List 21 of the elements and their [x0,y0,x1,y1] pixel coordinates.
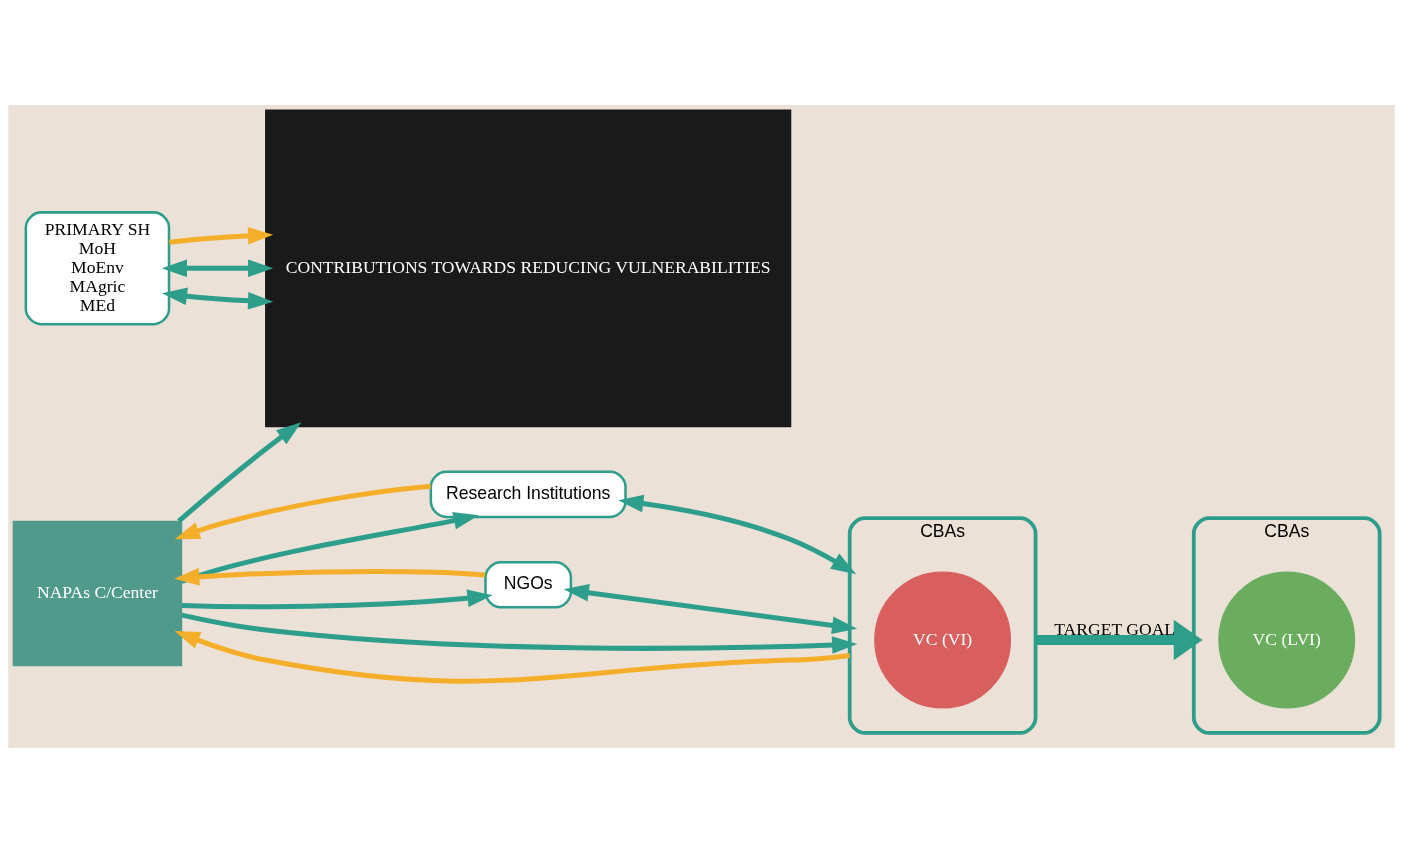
arrow [181,588,493,609]
node-box: NAPAs C/Center [12,520,183,666]
arrow [1035,619,1203,660]
node-box: CONTRIBUTIONS TOWARDS REDUCING VULNERABILITIES [265,108,792,427]
node-box: PRIMARY SH MoH MoEnv MAgric MEd [24,210,171,325]
arrow [181,511,479,584]
node-box: NGOs [484,560,573,609]
edge-label: TARGET GOAL [1054,618,1176,639]
arrow [177,421,302,523]
arrow [174,567,486,586]
node-circle: VC (LVI) [1218,571,1356,708]
arrow [181,612,858,654]
arrow [563,583,858,634]
arrow [161,258,274,277]
node-circle: VC (VI) [874,571,1012,708]
node-box: Research Institutions [429,469,627,518]
arrow [169,226,274,245]
arrow [618,494,857,574]
arrow [161,287,274,310]
arrow [174,483,431,539]
arrow [174,630,850,684]
